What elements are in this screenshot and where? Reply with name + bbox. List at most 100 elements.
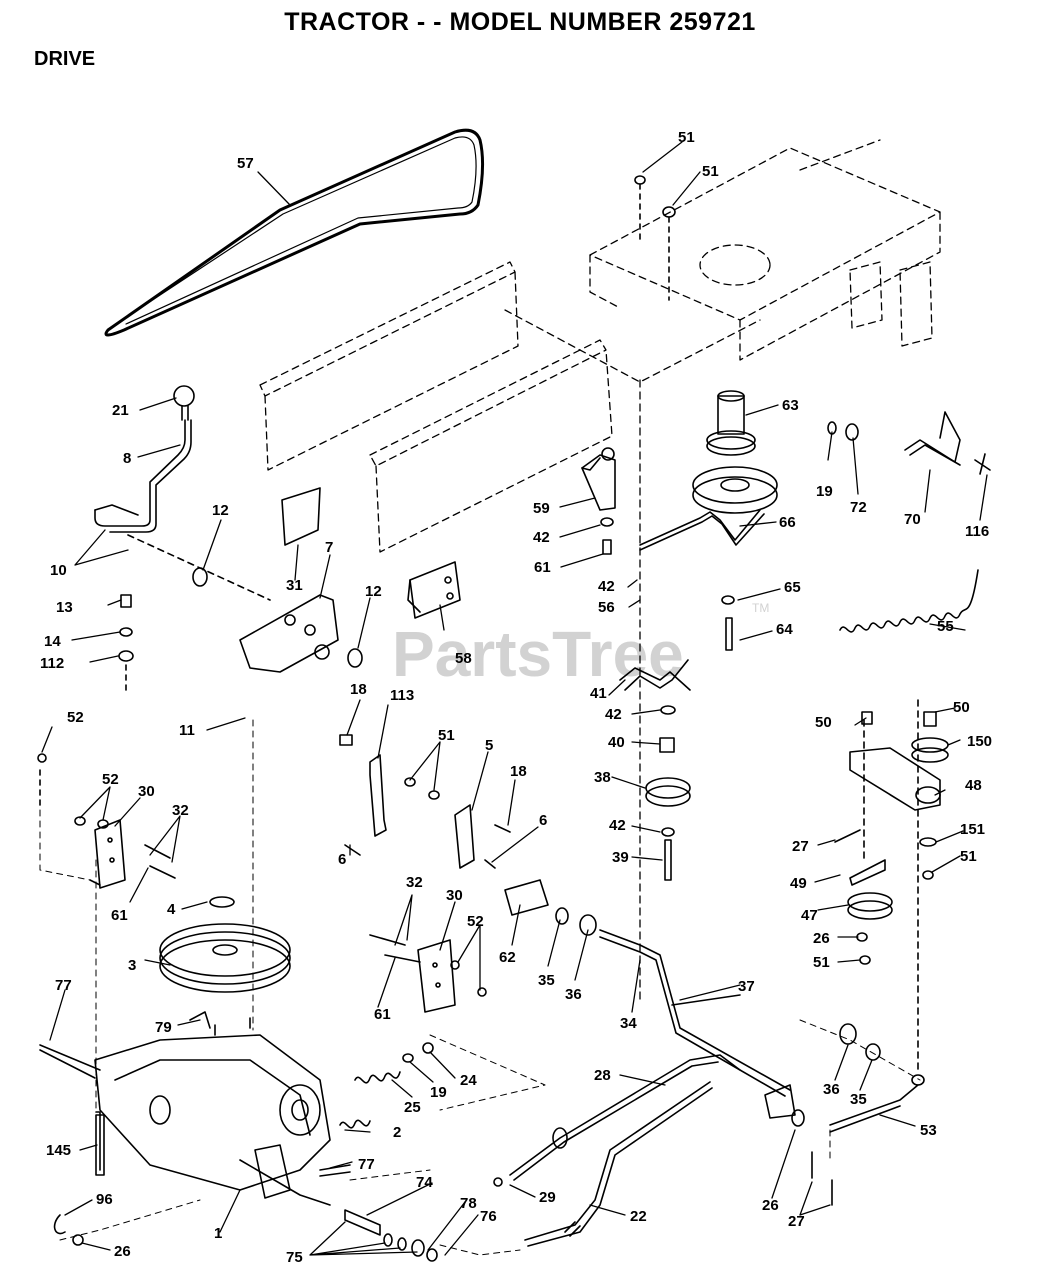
- callout-55: 55: [937, 618, 954, 635]
- callout-27: 27: [792, 838, 809, 855]
- stack-40-38: [645, 705, 691, 881]
- callout-24: 24: [460, 1072, 477, 1089]
- parts-65-64: [721, 595, 735, 651]
- callout-39: 39: [612, 849, 629, 866]
- callout-63: 63: [782, 397, 799, 414]
- callout-26: 26: [762, 1197, 779, 1214]
- callout-6: 6: [539, 812, 547, 829]
- axle-hardware-75: [53, 1164, 438, 1262]
- callout-42: 42: [605, 706, 622, 723]
- callout-12: 12: [212, 502, 229, 519]
- bracket-30-left: [37, 753, 176, 889]
- bracket-113: [339, 734, 440, 856]
- callout-78: 78: [460, 1195, 477, 1212]
- rod-22: [524, 1081, 713, 1247]
- callout-34: 34: [620, 1015, 637, 1032]
- callout-57: 57: [237, 155, 254, 172]
- callout-49: 49: [790, 875, 807, 892]
- callout-42: 42: [598, 578, 615, 595]
- callout-53: 53: [920, 1122, 937, 1139]
- callout-48: 48: [965, 777, 982, 794]
- callout-65: 65: [784, 579, 801, 596]
- bracket-58: [407, 561, 461, 619]
- callout-42: 42: [609, 817, 626, 834]
- callout-3: 3: [128, 957, 136, 974]
- callout-27: 27: [788, 1213, 805, 1230]
- callout-10: 10: [50, 562, 67, 579]
- callout-18: 18: [350, 681, 367, 698]
- bracket-30-center: [369, 934, 487, 1013]
- callout-42: 42: [533, 529, 550, 546]
- callout-52: 52: [102, 771, 119, 788]
- callout-25: 25: [404, 1099, 421, 1116]
- bracket-41: [619, 659, 691, 691]
- callout-4: 4: [167, 901, 176, 918]
- springs-25-2: [339, 1042, 434, 1129]
- callout-112: 112: [40, 655, 64, 672]
- callout-64: 64: [776, 621, 793, 638]
- callout-59: 59: [533, 500, 550, 517]
- callout-7: 7: [325, 539, 333, 556]
- rod-28: [493, 1054, 741, 1187]
- callout-36: 36: [823, 1081, 840, 1098]
- callout-38: 38: [594, 769, 611, 786]
- callout-66: 66: [779, 514, 796, 531]
- callout-22: 22: [630, 1208, 647, 1225]
- guide-59: [581, 447, 616, 555]
- cross-shaft-34: [599, 929, 791, 1097]
- bolts-51: [634, 175, 676, 301]
- callout-40: 40: [608, 734, 625, 751]
- idler-pulley-63: [692, 390, 778, 514]
- watermark-trademark: TM: [752, 601, 769, 615]
- callout-26: 26: [813, 930, 830, 947]
- callout-50: 50: [953, 699, 970, 716]
- callout-41: 41: [590, 685, 607, 702]
- callout-28: 28: [594, 1067, 611, 1084]
- shaft-53: [764, 1023, 925, 1206]
- callout-52: 52: [467, 913, 484, 930]
- callout-19: 19: [816, 483, 833, 500]
- callout-5: 5: [485, 737, 493, 754]
- guide-lines: [39, 719, 921, 1256]
- callout-32: 32: [406, 874, 423, 891]
- callout-51: 51: [678, 129, 695, 146]
- drive-belt: [104, 128, 485, 337]
- callout-61: 61: [374, 1006, 391, 1023]
- callout-77: 77: [358, 1156, 375, 1173]
- callout-62: 62: [499, 949, 516, 966]
- leader-lines: [41, 141, 988, 1256]
- transaxle: [39, 1017, 331, 1206]
- callout-31: 31: [286, 577, 303, 594]
- callout-19: 19: [430, 1084, 447, 1101]
- section-title: DRIVE: [34, 48, 96, 70]
- washer-12: [192, 567, 363, 668]
- callout-51: 51: [960, 848, 977, 865]
- callout-6: 6: [338, 851, 346, 868]
- callout-30: 30: [446, 887, 463, 904]
- callout-1: 1: [214, 1225, 222, 1242]
- callout-35: 35: [538, 972, 555, 989]
- callout-61: 61: [534, 559, 551, 576]
- callout-30: 30: [138, 783, 155, 800]
- callout-21: 21: [112, 402, 129, 419]
- callout-150: 150: [967, 733, 992, 750]
- callout-47: 47: [801, 907, 818, 924]
- shift-knob: [173, 385, 195, 407]
- callout-2: 2: [393, 1124, 401, 1141]
- callout-labels: 57 51 51 21 8 63 19 72 70 116 59 66 42 6…: [40, 129, 992, 1266]
- callout-18: 18: [510, 763, 527, 780]
- tractor-frame: [259, 139, 941, 1001]
- bracket-5: [454, 804, 511, 869]
- callout-35: 35: [850, 1091, 867, 1108]
- shift-bracket: [239, 487, 339, 673]
- callout-70: 70: [904, 511, 921, 528]
- callout-113: 113: [390, 687, 414, 704]
- bracket-48: [834, 699, 949, 1071]
- callout-50: 50: [815, 714, 832, 731]
- callout-58: 58: [455, 650, 472, 667]
- callout-51: 51: [813, 954, 830, 971]
- callout-14: 14: [44, 633, 61, 650]
- callout-51: 51: [702, 163, 719, 180]
- rod-70: [904, 411, 991, 475]
- callout-13: 13: [56, 599, 73, 616]
